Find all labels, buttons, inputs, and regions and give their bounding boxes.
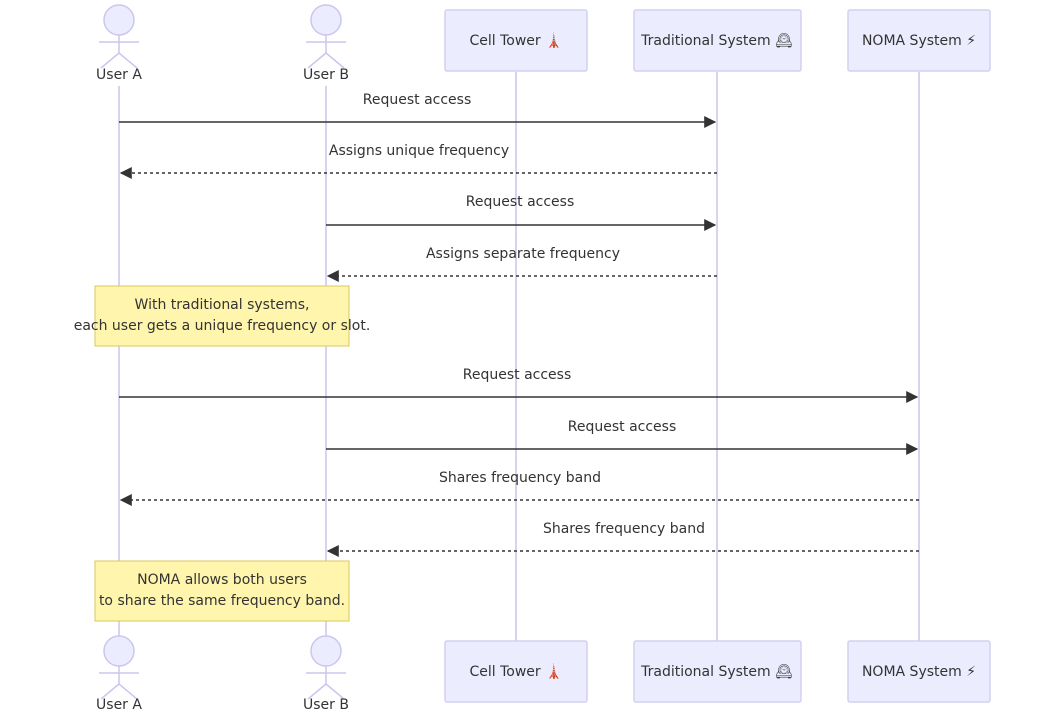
- message-label: Request access: [463, 367, 572, 383]
- note-traditional: With traditional systems, each user gets…: [74, 285, 371, 347]
- note-line-2: each user gets a unique frequency or slo…: [74, 318, 371, 334]
- participant-noma-system-top: NOMA System ⚡: [847, 9, 991, 72]
- participant-traditional-system-bottom: Traditional System 🕰: [633, 640, 802, 703]
- note-noma: NOMA allows both users to share the same…: [94, 560, 350, 622]
- note-line-1: NOMA allows both users: [137, 572, 307, 588]
- actor-label: User B: [303, 697, 349, 713]
- participant-label: Traditional System 🕰: [640, 664, 793, 680]
- note-box: [94, 285, 350, 347]
- actor-user-a-top: User A: [96, 4, 142, 83]
- actor-user-a-bottom: User A: [96, 635, 142, 713]
- message-2: Assigns unique frequency: [119, 143, 717, 179]
- participant-traditional-system-top: Traditional System 🕰: [633, 9, 802, 72]
- actor-head: [103, 4, 135, 36]
- actor-head: [310, 4, 342, 36]
- participant-box: [633, 640, 802, 703]
- participant-label: Traditional System 🕰: [640, 33, 793, 49]
- note-line-2: to share the same frequency band.: [99, 593, 345, 609]
- participant-box: [847, 9, 991, 72]
- actor-user-b-bottom: User B: [303, 635, 349, 713]
- message-3: Request access: [326, 194, 717, 231]
- participant-label: Cell Tower 🗼: [469, 662, 562, 680]
- message-label: Shares frequency band: [439, 470, 601, 486]
- participant-label: NOMA System ⚡: [862, 664, 976, 680]
- participant-label: NOMA System ⚡: [862, 33, 976, 49]
- message-label: Request access: [363, 92, 472, 108]
- message-label: Shares frequency band: [543, 521, 705, 537]
- message-label: Assigns separate frequency: [426, 246, 620, 262]
- participant-label: Cell Tower 🗼: [469, 31, 562, 49]
- message-label: Assigns unique frequency: [329, 143, 509, 159]
- message-label: Request access: [568, 419, 677, 435]
- actor-label: User A: [96, 67, 142, 83]
- message-label: Request access: [466, 194, 575, 210]
- actor-head: [310, 635, 342, 667]
- message-5: Request access: [119, 367, 919, 403]
- actor-user-b-top: User B: [303, 4, 349, 83]
- participant-box: [633, 9, 802, 72]
- participant-box: [847, 640, 991, 703]
- message-1: Request access: [119, 92, 717, 128]
- note-line-1: With traditional systems,: [135, 297, 310, 313]
- participant-cell-tower-top: Cell Tower 🗼: [444, 9, 588, 72]
- participant-cell-tower-bottom: Cell Tower 🗼: [444, 640, 588, 703]
- actor-label: User B: [303, 67, 349, 83]
- message-4: Assigns separate frequency: [326, 246, 717, 282]
- message-6: Request access: [326, 419, 919, 455]
- participant-noma-system-bottom: NOMA System ⚡: [847, 640, 991, 703]
- note-box: [94, 560, 350, 622]
- participant-box: [444, 640, 588, 703]
- actor-label: User A: [96, 697, 142, 713]
- actor-head: [103, 635, 135, 667]
- message-8: Shares frequency band: [326, 521, 919, 557]
- message-7: Shares frequency band: [119, 470, 919, 506]
- participant-box: [444, 9, 588, 72]
